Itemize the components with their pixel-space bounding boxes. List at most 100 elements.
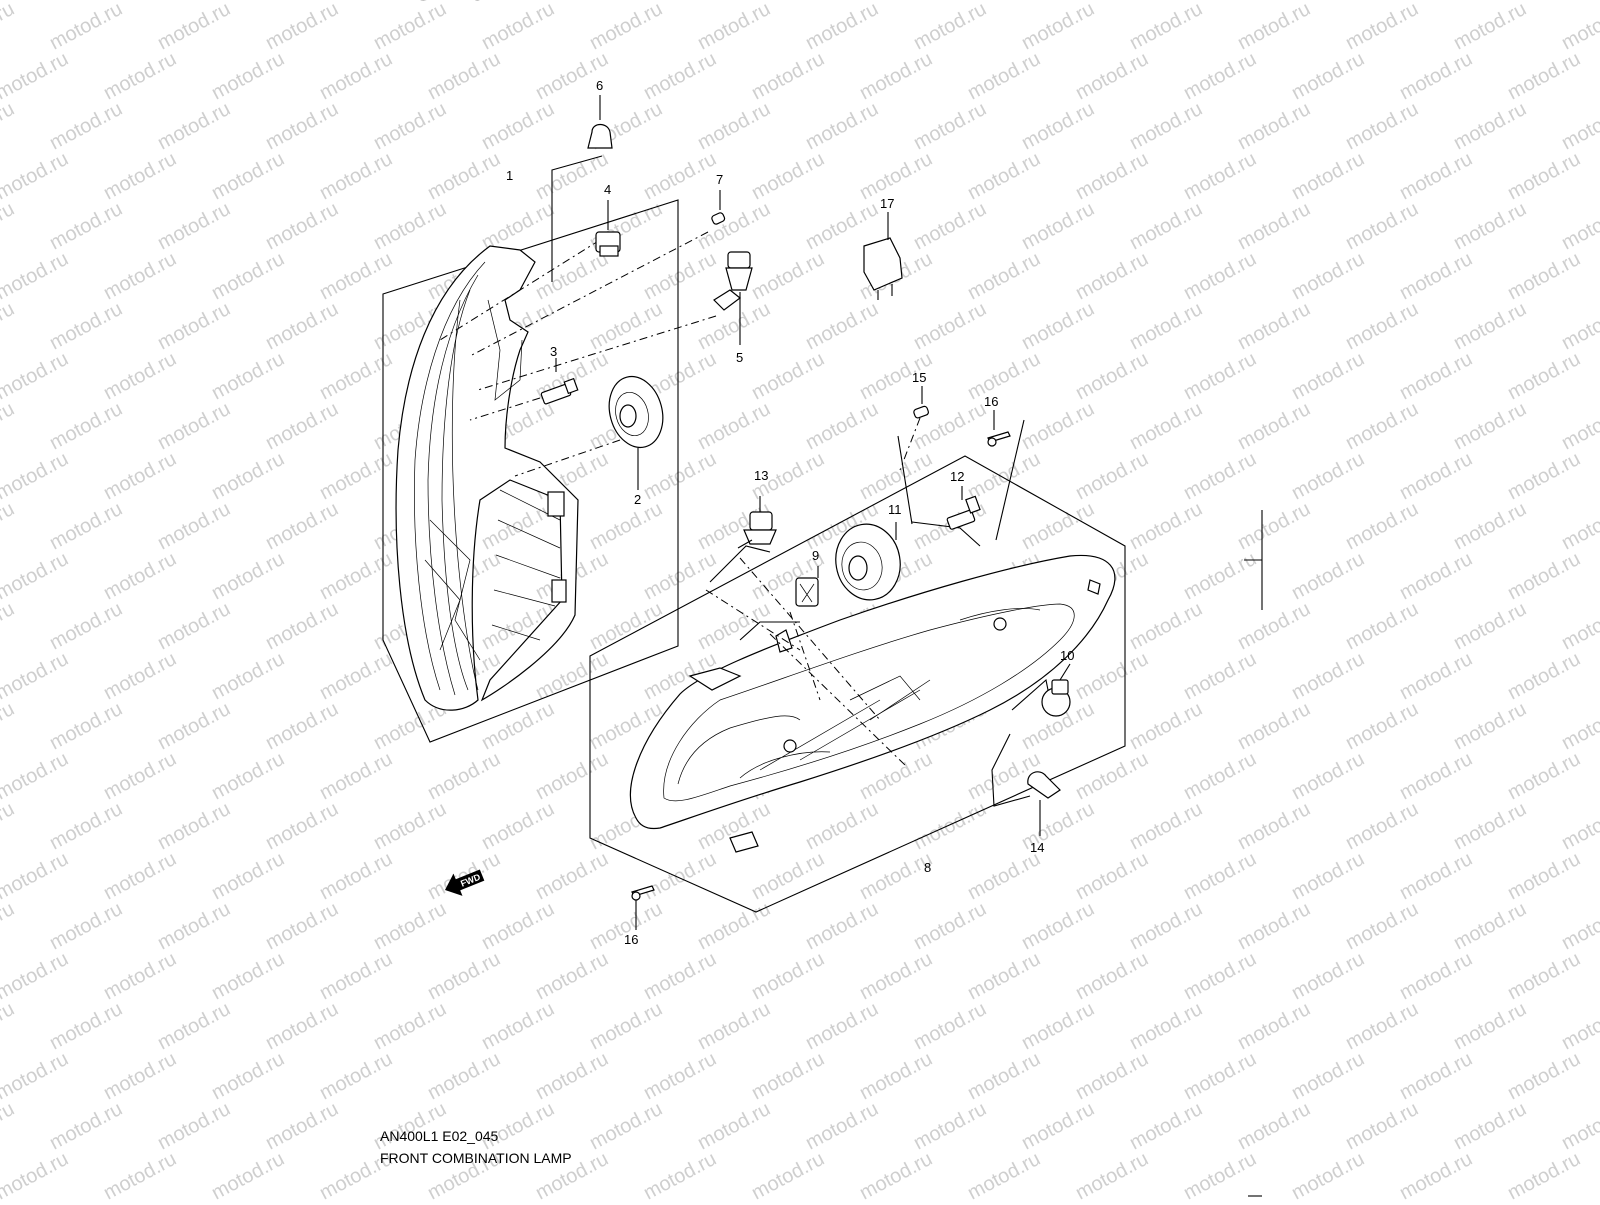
socket-part-9 bbox=[795, 566, 819, 607]
watermark-text: motod.ru bbox=[586, 498, 666, 554]
watermark-text: motod.ru bbox=[154, 698, 234, 754]
watermark-text: motod.ru bbox=[1072, 248, 1152, 304]
watermark-text: motod.ru bbox=[0, 1148, 72, 1200]
housing-socket-tab-lower bbox=[551, 579, 567, 603]
watermark-text: motod.ru bbox=[532, 748, 612, 804]
watermark-text: motod.ru bbox=[964, 348, 1044, 404]
watermark-text: motod.ru bbox=[1288, 548, 1368, 604]
watermark-text: motod.ru bbox=[910, 898, 990, 954]
watermark-text: motod.ru bbox=[802, 998, 882, 1054]
watermark-text: motod.ru bbox=[1018, 98, 1098, 154]
watermark-text: motod.ru bbox=[154, 1098, 234, 1154]
watermark-text: motod.ru bbox=[208, 648, 288, 704]
watermark-text: motod.ru bbox=[1018, 898, 1098, 954]
watermark-text: motod.ru bbox=[964, 1148, 1044, 1200]
watermark-text: motod.ru bbox=[1180, 348, 1260, 404]
watermark-text: motod.ru bbox=[0, 598, 18, 654]
watermark-text: motod.ru bbox=[208, 48, 288, 104]
watermark-text: motod.ru bbox=[856, 48, 936, 104]
watermark-text: motod.ru bbox=[100, 948, 180, 1004]
watermark-text: motod.ru bbox=[208, 948, 288, 1004]
screw-part-16-upper bbox=[987, 410, 1011, 447]
watermark-text: motod.ru bbox=[316, 548, 396, 604]
watermark-text: motod.ru bbox=[640, 548, 720, 604]
watermark-text: motod.ru bbox=[46, 898, 126, 954]
watermark-text: motod.ru bbox=[802, 298, 882, 354]
bulb-part-5 bbox=[713, 251, 753, 345]
watermark-text: motod.ru bbox=[1558, 798, 1600, 854]
watermark-text: motod.ru bbox=[1558, 598, 1600, 654]
watermark-text: motod.ru bbox=[1342, 198, 1422, 254]
watermark-text: motod.ru bbox=[1504, 248, 1584, 304]
watermark-text: motod.ru bbox=[1072, 1148, 1152, 1200]
watermark-text: motod.ru bbox=[1126, 498, 1206, 554]
watermark-text: motod.ru bbox=[0, 698, 18, 754]
watermark-text: motod.ru bbox=[316, 348, 396, 404]
watermark-text: motod.ru bbox=[1072, 848, 1152, 904]
watermark-text: motod.ru bbox=[154, 898, 234, 954]
watermark-text: motod.ru bbox=[1450, 698, 1530, 754]
watermark-text: motod.ru bbox=[1504, 1148, 1584, 1200]
watermark-text: motod.ru bbox=[1396, 48, 1476, 104]
watermark-text: motod.ru bbox=[262, 898, 342, 954]
watermark-text: motod.ru bbox=[316, 148, 396, 204]
callout-7: 7 bbox=[716, 172, 723, 187]
watermark-text: motod.ru bbox=[1234, 498, 1314, 554]
watermark-text: motod.ru bbox=[100, 1048, 180, 1104]
watermark-text: motod.ru bbox=[1342, 298, 1422, 354]
watermark-text: motod.ru bbox=[1018, 198, 1098, 254]
watermark-text: motod.ru bbox=[1396, 748, 1476, 804]
callout-10: 10 bbox=[1060, 648, 1074, 663]
watermark-text: motod.ru bbox=[1558, 898, 1600, 954]
watermark-text: motod.ru bbox=[0, 748, 72, 804]
watermark-text: motod.ru bbox=[1342, 798, 1422, 854]
watermark-text: motod.ru bbox=[1288, 1148, 1368, 1200]
watermark-text: motod.ru bbox=[1396, 848, 1476, 904]
watermark-text: motod.ru bbox=[1288, 848, 1368, 904]
socket-part-3 bbox=[540, 358, 579, 405]
callout-17: 17 bbox=[880, 196, 894, 211]
callout-2: 2 bbox=[634, 492, 641, 507]
watermark-text: motod.ru bbox=[1396, 448, 1476, 504]
watermark-text: motod.ru bbox=[1504, 448, 1584, 504]
watermark-text: motod.ru bbox=[586, 598, 666, 654]
watermark-text: motod.ru bbox=[1450, 498, 1530, 554]
watermark-text: motod.ru bbox=[910, 1098, 990, 1154]
watermark-text: motod.ru bbox=[478, 498, 558, 554]
watermark-text: motod.ru bbox=[316, 748, 396, 804]
watermark-text: motod.ru bbox=[1018, 398, 1098, 454]
watermark-text: motod.ru bbox=[316, 848, 396, 904]
watermark-text: motod.ru bbox=[1126, 98, 1206, 154]
watermark-text: motod.ru bbox=[1072, 1048, 1152, 1104]
watermark-text: motod.ru bbox=[208, 448, 288, 504]
bulb-part-6 bbox=[587, 95, 613, 149]
watermark-text: motod.ru bbox=[262, 1098, 342, 1154]
watermark-text: motod.ru bbox=[1450, 298, 1530, 354]
watermark-text: motod.ru bbox=[0, 48, 72, 104]
watermark-text: motod.ru bbox=[910, 98, 990, 154]
watermark-text: motod.ru bbox=[262, 498, 342, 554]
watermark-text: motod.ru bbox=[1504, 748, 1584, 804]
bulb-part-15 bbox=[913, 386, 929, 419]
watermark-text: motod.ru bbox=[370, 1098, 450, 1154]
watermark-text: motod.ru bbox=[100, 48, 180, 104]
watermark-text: motod.ru bbox=[154, 98, 234, 154]
watermark-text: motod.ru bbox=[1342, 698, 1422, 754]
watermark-text: motod.ru bbox=[46, 298, 126, 354]
watermark-text: motod.ru bbox=[1504, 948, 1584, 1004]
watermark-text: motod.ru bbox=[1234, 0, 1314, 54]
watermark-text: motod.ru bbox=[1072, 748, 1152, 804]
watermark-text: motod.ru bbox=[1288, 448, 1368, 504]
watermark-text: motod.ru bbox=[1504, 148, 1584, 204]
watermark-text: motod.ru bbox=[46, 198, 126, 254]
watermark-text: motod.ru bbox=[1342, 898, 1422, 954]
watermark-text: motod.ru bbox=[1018, 298, 1098, 354]
watermark-text: motod.ru bbox=[1126, 0, 1206, 54]
watermark-text: motod.ru bbox=[424, 1048, 504, 1104]
watermark-text: motod.ru bbox=[748, 1148, 828, 1200]
watermark-text: motod.ru bbox=[1288, 148, 1368, 204]
watermark-text: motod.ru bbox=[46, 398, 126, 454]
watermark-text: motod.ru bbox=[694, 398, 774, 454]
watermark-text: motod.ru bbox=[424, 148, 504, 204]
watermark-text: motod.ru bbox=[1234, 198, 1314, 254]
